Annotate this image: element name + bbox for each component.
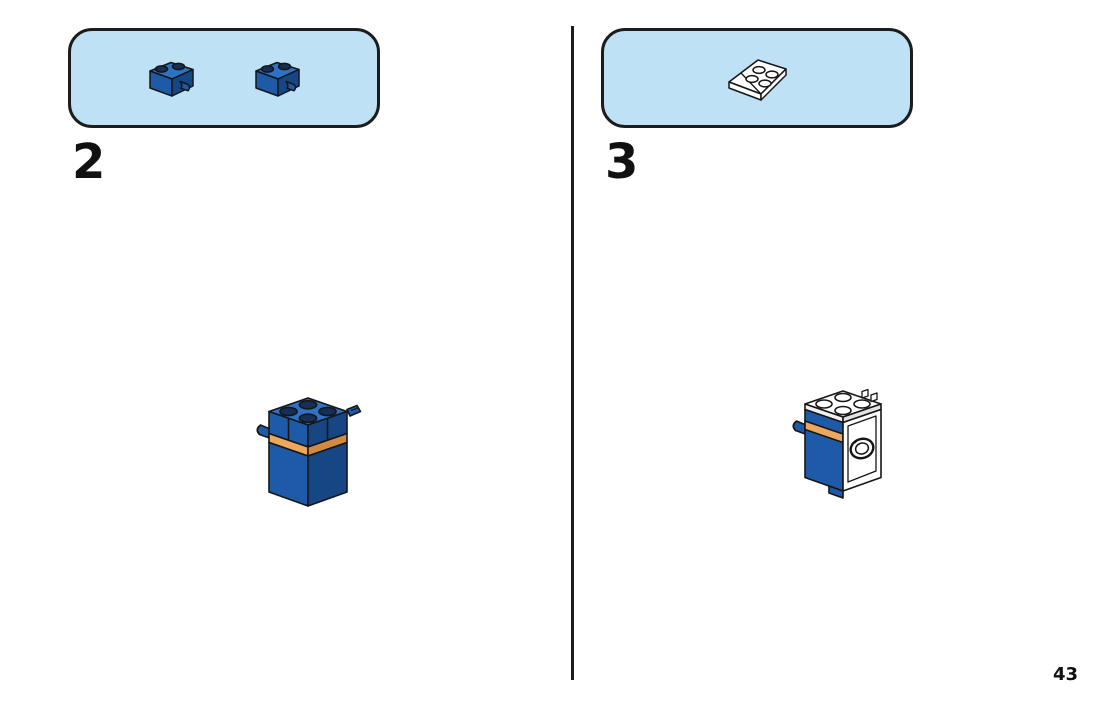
blue-brick-1x2-with-clip-icon xyxy=(255,61,300,97)
step-3-number: 3 xyxy=(605,134,640,190)
step-2-number: 2 xyxy=(72,134,107,190)
blue-brick-1x2-with-clip-icon xyxy=(149,61,194,97)
step-2-parts-callout xyxy=(68,28,380,128)
step-2-section: 2 xyxy=(68,28,380,186)
step-2-assembly-illustration xyxy=(253,392,363,518)
step-3-section: 3 xyxy=(601,28,913,186)
step-3-parts-callout xyxy=(601,28,913,128)
blue-2x2-bricks-with-side-clips-assembly-icon xyxy=(256,397,362,507)
column-divider xyxy=(571,26,574,680)
page-number: 43 xyxy=(1052,664,1078,685)
white-wedge-plate-2x2-icon xyxy=(728,59,787,101)
step-3-assembly-illustration xyxy=(788,385,896,523)
assembly-with-white-top-plate-and-round-port-panel-icon xyxy=(792,388,882,499)
